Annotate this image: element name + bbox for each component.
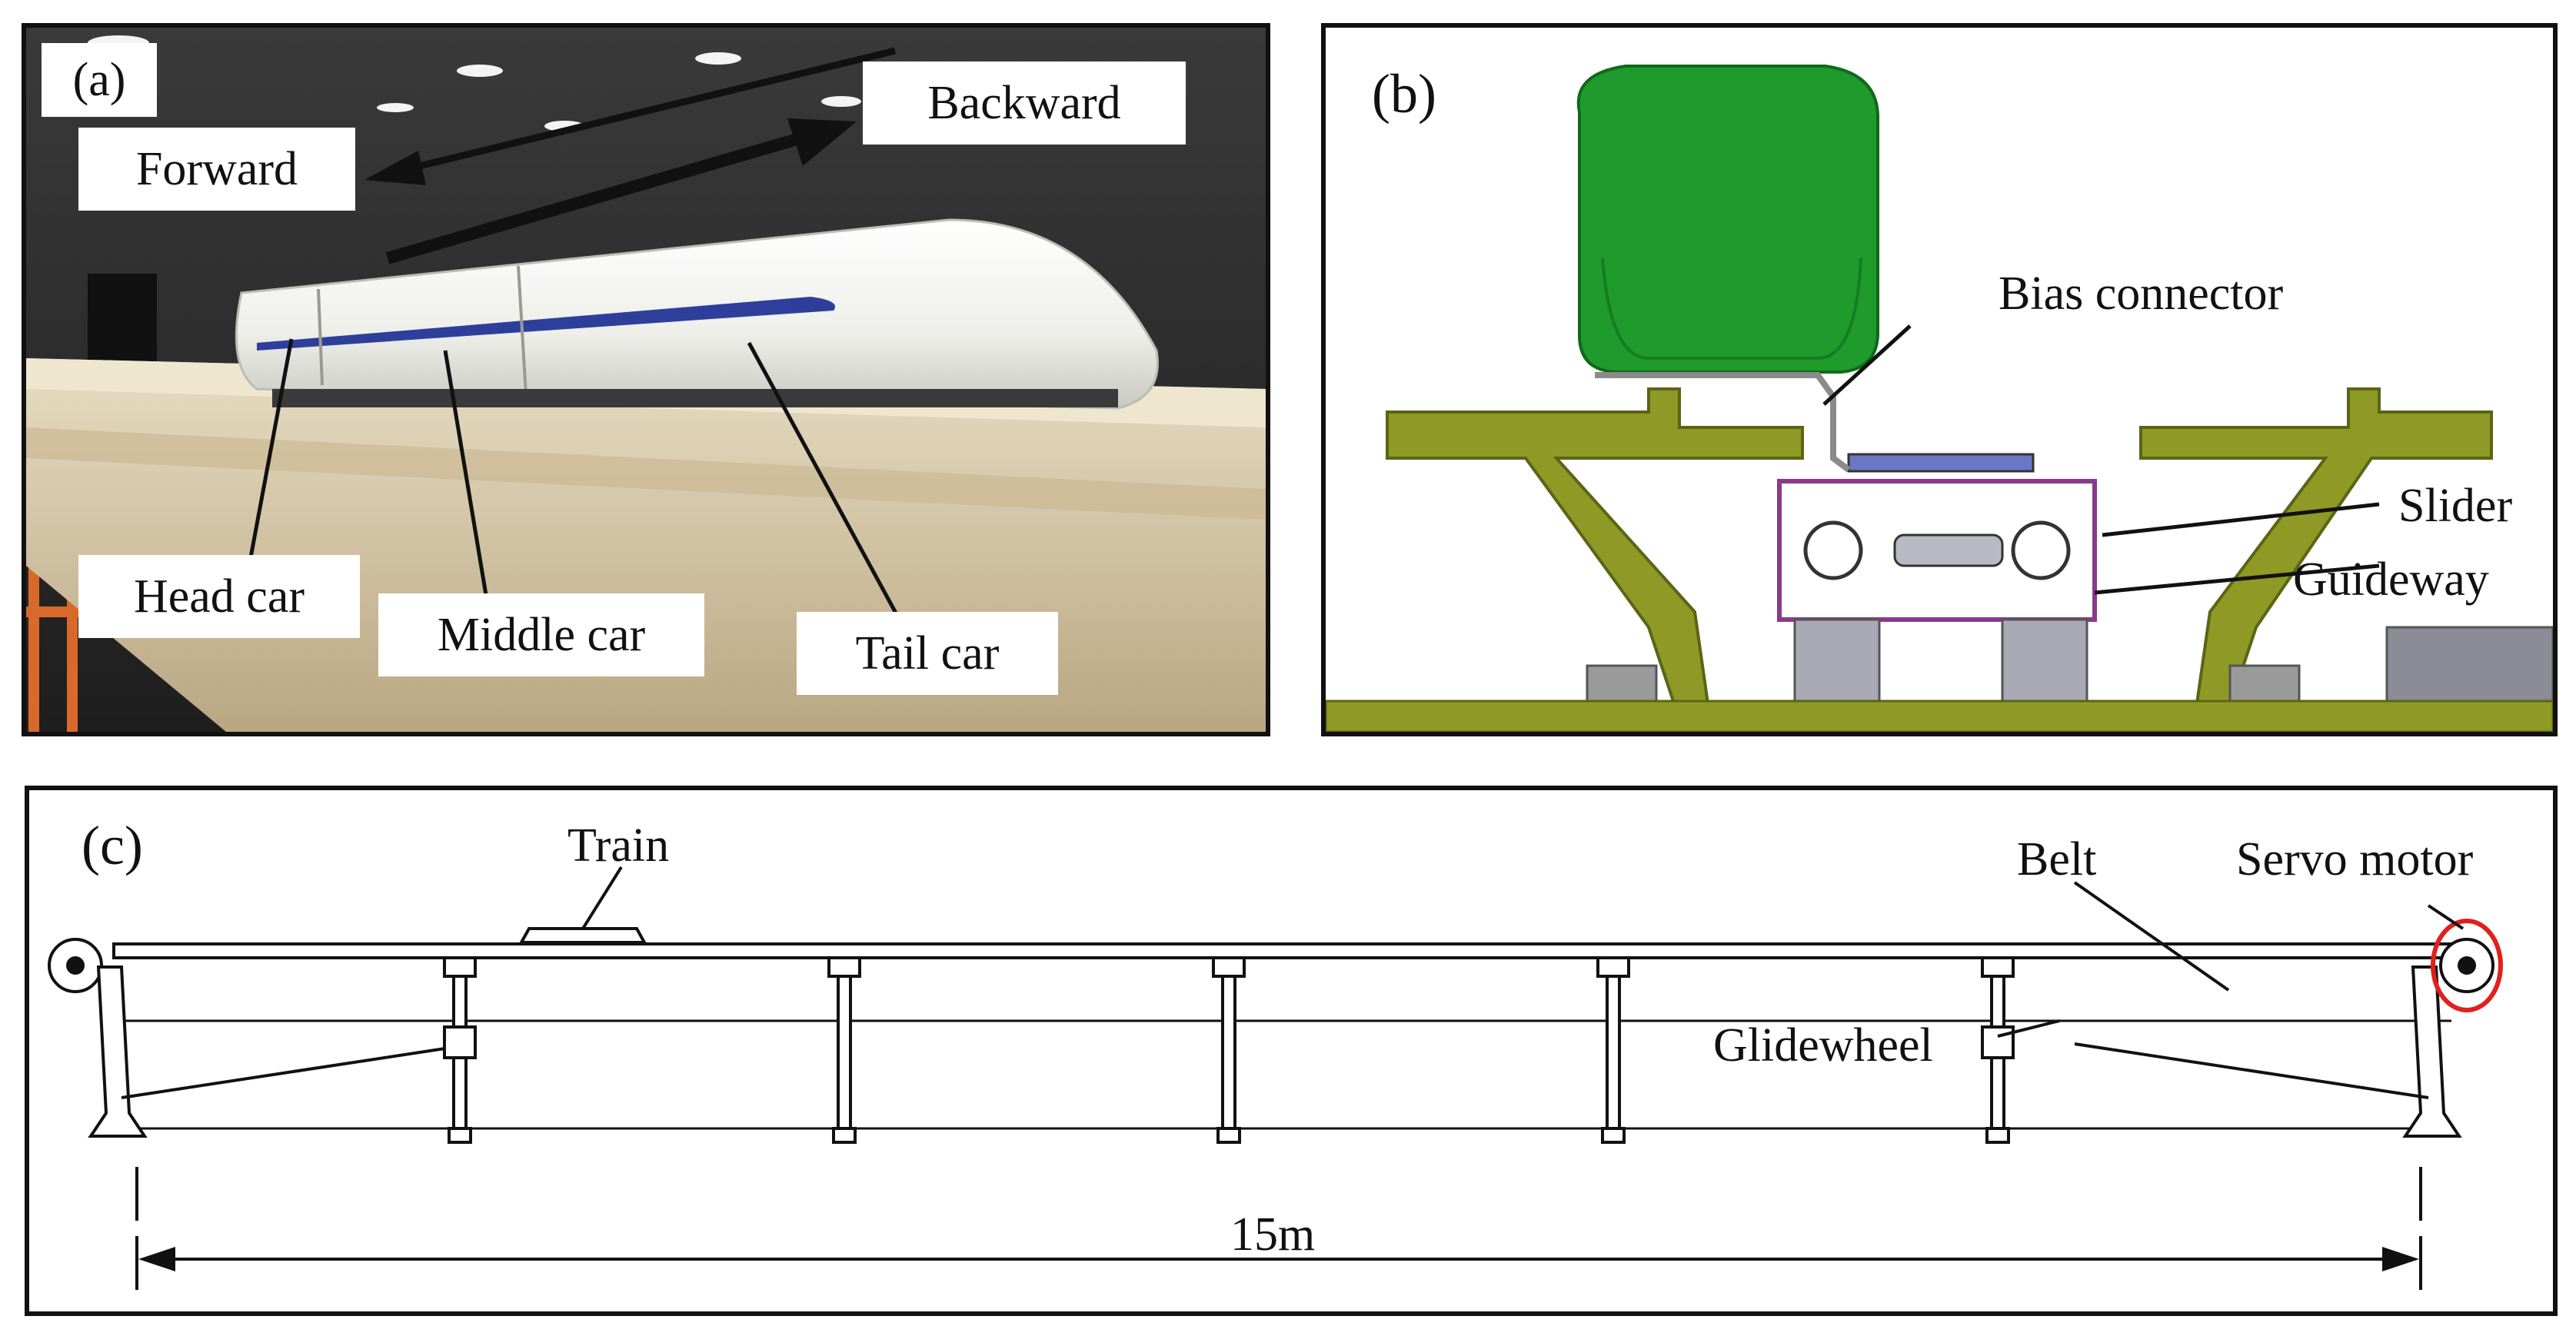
bogies — [272, 389, 1118, 407]
slider-label: Slider — [2398, 480, 2512, 532]
car-joint-1 — [317, 288, 324, 386]
panel-c-label: (c) — [82, 815, 143, 876]
backward-label: Backward — [863, 61, 1186, 145]
panel-c-drawing: (c) Train Belt Servo motor Glidewheel 15… — [48, 815, 2503, 1290]
guideway-beam-right — [2139, 387, 2493, 721]
panel-b-cross-section: (b) Bias connector Slider Guideway — [1321, 23, 2558, 736]
panel-a-photo: (a) Forward Backward Head car Middle car… — [22, 23, 1270, 736]
guideway-label: Guideway — [2293, 553, 2489, 606]
servo-motor-label: Servo motor — [2236, 833, 2474, 886]
panel-c-belt-rig: (c) Train Belt Servo motor Glidewheel 15… — [25, 786, 2558, 1316]
bias-connector-label: Bias connector — [1999, 268, 2284, 320]
glidewheel — [443, 1025, 477, 1059]
slider-wheel-left — [1803, 520, 1863, 580]
train-cross-section — [1576, 65, 1880, 374]
support-leg — [1981, 956, 2015, 1144]
belt — [112, 942, 2453, 959]
head-car-label: Head car — [78, 555, 360, 638]
forward-label: Forward — [78, 128, 355, 211]
tail-car-label: Tail car — [797, 612, 1058, 695]
servo-motor-highlight — [2431, 919, 2503, 1012]
track-stripe — [26, 427, 1266, 520]
length-label: 15m — [1230, 1208, 1315, 1261]
brace-left — [121, 1042, 476, 1099]
support-leg — [443, 956, 477, 1144]
support-leg — [827, 956, 861, 1144]
dimension-line — [135, 1167, 2422, 1290]
direction-arrows — [364, 47, 897, 264]
slider-center-block — [1893, 533, 2004, 567]
panel-b-label: (b) — [1372, 63, 1436, 125]
connector-plate — [1847, 453, 2035, 473]
support-leg — [1212, 956, 1246, 1144]
dark-window — [88, 274, 157, 366]
panel-b-drawing: (b) Bias connector Slider Guideway — [1326, 63, 2553, 732]
base-rail — [1326, 700, 2553, 732]
end-support-left — [88, 965, 148, 1138]
car-joint-2 — [517, 265, 528, 396]
guideway-beam-left — [1386, 387, 1804, 721]
middle-car-label: Middle car — [378, 593, 704, 676]
belt-label: Belt — [2017, 833, 2096, 886]
end-support-right — [2402, 965, 2462, 1138]
train-label: Train — [567, 819, 669, 872]
train-model — [235, 218, 1159, 410]
glidewheel — [1981, 1025, 2015, 1059]
slider-wheel-right — [2011, 520, 2071, 580]
brace-right — [2074, 1042, 2429, 1099]
train-on-belt — [518, 927, 647, 944]
leader-lines-c — [581, 866, 2465, 1038]
panel-a-label: (a) — [42, 43, 157, 117]
glidewheel-label: Glidewheel — [1713, 1019, 1933, 1072]
leader-lines-b — [1822, 324, 2380, 595]
leader-lines — [247, 338, 905, 627]
support-leg — [1596, 956, 1630, 1144]
train-blue-stripe — [257, 297, 835, 351]
